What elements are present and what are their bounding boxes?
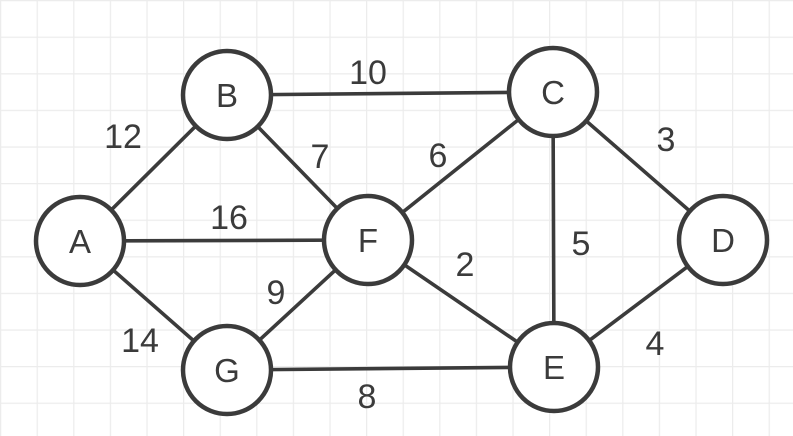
node-A[interactable]: A	[33, 194, 127, 288]
edge-weight-G-E: 8	[358, 378, 377, 416]
edge-weight-F-E: 2	[456, 246, 475, 284]
node-B[interactable]: B	[180, 48, 274, 142]
edge-weight-C-D: 3	[657, 121, 676, 159]
node-C[interactable]: C	[506, 45, 600, 139]
nodes-layer: A B C D E F G	[33, 45, 770, 417]
edge-weight-A-B: 12	[104, 118, 142, 156]
edge-weight-A-G: 14	[121, 322, 159, 360]
edge-weight-A-F: 16	[210, 199, 248, 237]
edge-weight-F-G: 9	[267, 274, 286, 312]
node-label-A: A	[69, 223, 91, 260]
edge-weight-C-E: 5	[572, 225, 591, 263]
node-F[interactable]: F	[321, 193, 415, 287]
node-label-D: D	[711, 222, 735, 259]
node-label-G: G	[214, 352, 240, 389]
edge-B-C[interactable]	[225, 90, 555, 97]
edge-weight-B-F: 7	[311, 138, 330, 176]
node-label-B: B	[216, 77, 238, 114]
node-G[interactable]: G	[180, 323, 274, 417]
node-label-C: C	[541, 74, 565, 111]
edge-A-F[interactable]	[78, 238, 370, 243]
edge-weight-B-C: 10	[349, 54, 387, 92]
edge-weight-C-F: 6	[429, 137, 448, 175]
edge-G-E[interactable]	[225, 365, 556, 372]
edge-weight-D-E: 4	[646, 325, 665, 363]
node-D[interactable]: D	[676, 193, 770, 287]
edge-labels-layer: 12 10 7 6 3 5 16 2 9 14 8 4	[104, 54, 675, 416]
node-label-E: E	[543, 349, 565, 386]
node-E[interactable]: E	[507, 320, 601, 414]
node-label-F: F	[358, 222, 378, 259]
